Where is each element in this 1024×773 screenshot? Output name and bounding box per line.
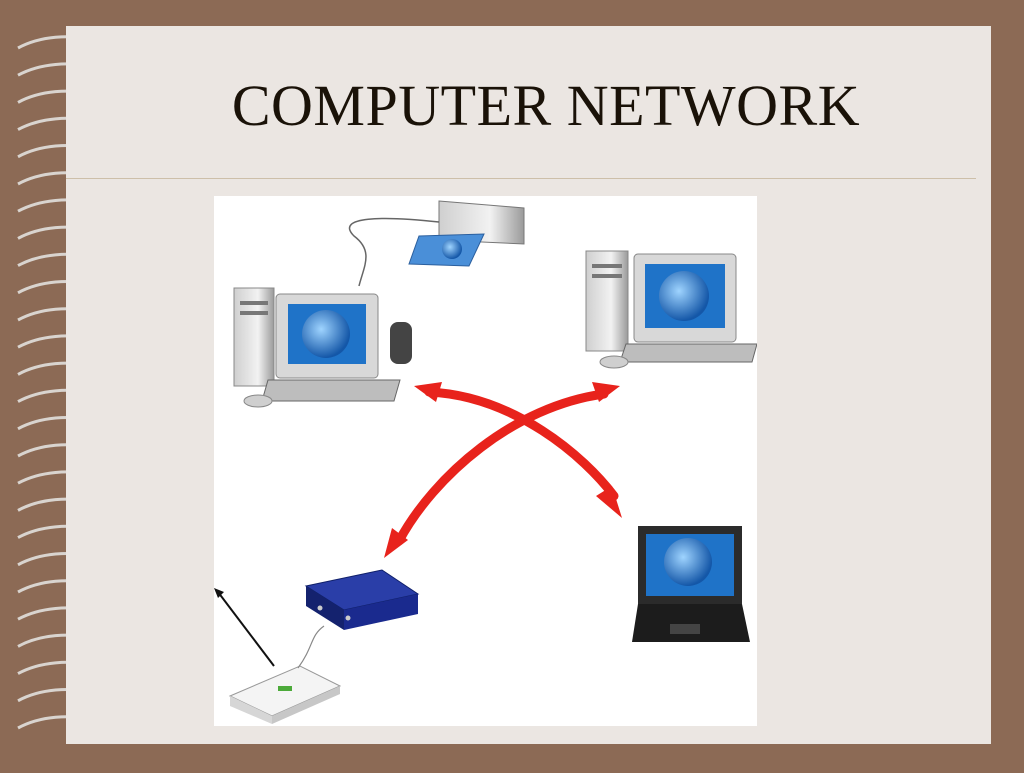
router-icon bbox=[214, 588, 342, 724]
modem-icon bbox=[304, 569, 420, 630]
arrow-head-icon bbox=[384, 382, 622, 558]
laptop-icon bbox=[632, 526, 750, 642]
arrow-icon bbox=[394, 387, 619, 546]
desktop-computer-icon bbox=[233, 287, 412, 408]
network-illustration bbox=[214, 196, 757, 726]
slide-title: COMPUTER NETWORK bbox=[231, 73, 861, 138]
title-divider bbox=[66, 178, 976, 179]
printer-icon bbox=[348, 200, 525, 287]
desktop-computer-icon bbox=[585, 250, 757, 369]
